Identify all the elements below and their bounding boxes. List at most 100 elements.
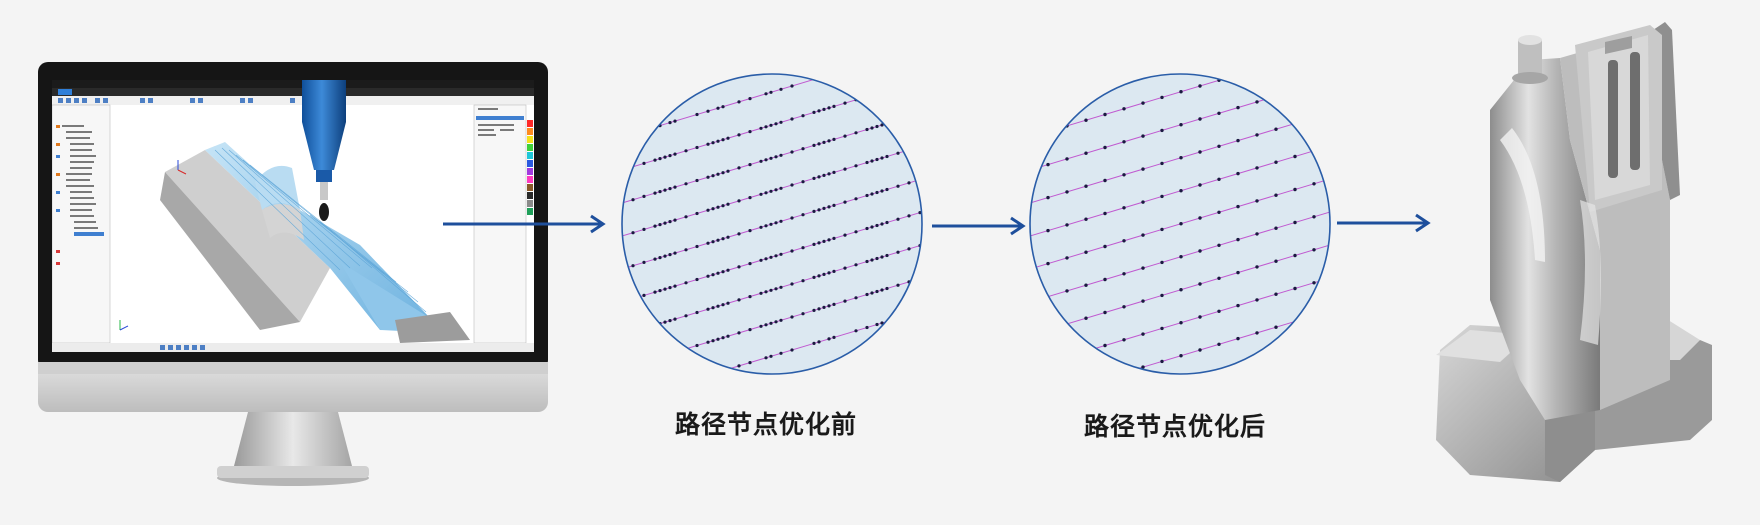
toolpath-node	[870, 291, 874, 295]
toolpath-node	[748, 130, 752, 134]
toolpath-node	[769, 288, 773, 292]
toolpath-node	[1198, 84, 1202, 88]
toolpath-node	[721, 270, 725, 274]
toolpath-node	[907, 214, 911, 218]
toolpath-node	[801, 114, 805, 118]
toolpath-node	[790, 150, 794, 154]
toolpath-node	[896, 151, 900, 155]
toolpath-node	[631, 231, 635, 235]
toolpath-node	[748, 295, 752, 299]
toolpath-node	[1141, 167, 1145, 171]
toolpath-node	[812, 308, 816, 312]
toolpath-node	[695, 211, 699, 216]
toolpath-node	[1236, 237, 1240, 242]
toolpath-node	[769, 123, 773, 127]
toolpath-node	[716, 139, 720, 143]
toolpath-node	[1198, 249, 1202, 253]
toolpath-node	[885, 220, 889, 225]
toolpath-node	[1065, 256, 1069, 260]
toolpath-node	[695, 178, 699, 183]
toolpath-node	[668, 121, 672, 125]
toolpath-node	[1160, 161, 1164, 166]
toolpath-node	[759, 159, 763, 163]
toolpath-node	[716, 205, 720, 209]
toolpath-node	[1046, 195, 1050, 200]
toolpath-node	[1255, 298, 1259, 302]
toolpath-node	[817, 274, 821, 278]
toolpath-node	[1084, 283, 1088, 287]
toolpath-node	[658, 256, 662, 260]
toolpath-node	[668, 319, 672, 323]
toolpath-node	[1217, 111, 1221, 116]
toolpath-node	[822, 140, 826, 144]
toolpath-node	[653, 158, 657, 162]
toolpath-node	[774, 221, 778, 225]
toolpath-node	[812, 275, 816, 279]
toolpath-node	[764, 323, 768, 327]
toolpath-node	[716, 238, 720, 242]
toolpath-node	[737, 331, 741, 335]
toolpath-node	[1312, 281, 1316, 285]
toolpath-node	[748, 163, 752, 167]
toolpath-node	[854, 164, 858, 168]
toolpath-node	[1103, 244, 1107, 249]
toolpath-node	[822, 305, 826, 309]
toolpath-node	[1179, 123, 1183, 127]
toolpath-node	[790, 282, 794, 286]
toolpath-node	[711, 174, 715, 178]
toolpath-node	[1084, 217, 1088, 221]
toolpath-node	[1122, 173, 1126, 177]
toolpath-node	[1046, 261, 1050, 266]
toolpath-node	[885, 253, 889, 258]
toolpath-node	[769, 156, 773, 160]
toolpath-node	[726, 136, 730, 140]
toolpath-node	[817, 340, 821, 344]
toolpath-node	[812, 143, 816, 147]
toolpath-node	[764, 290, 768, 294]
toolpath-node	[1160, 194, 1164, 199]
toolpath-node	[737, 166, 741, 170]
toolpath-node	[1236, 303, 1240, 308]
toolpath-node	[1236, 270, 1240, 275]
toolpath-node	[1293, 187, 1297, 192]
toolpath-node	[1179, 222, 1183, 226]
toolpath-node	[870, 225, 874, 229]
toolpath-node	[880, 156, 884, 160]
toolpath-node	[1293, 253, 1297, 258]
toolpath-node	[1217, 144, 1221, 148]
toolpath-node	[706, 274, 710, 278]
toolpath-node	[827, 205, 831, 209]
toolpath-node	[1065, 190, 1069, 194]
toolpath-node	[706, 109, 710, 113]
toolpath-node	[1198, 183, 1202, 187]
toolpath-node	[827, 106, 831, 110]
toolpath-node	[790, 117, 794, 121]
toolpath-node	[726, 301, 730, 305]
toolpath-node	[779, 120, 783, 124]
toolpath-node	[1217, 342, 1221, 346]
toolpath-node	[790, 249, 794, 253]
toolpath-node	[1198, 348, 1202, 352]
toolpath-node	[1179, 255, 1183, 259]
toolpath-node	[711, 306, 715, 310]
toolpath-node	[1293, 286, 1297, 291]
toolpath-node	[673, 284, 677, 288]
toolpath-node	[706, 307, 710, 311]
toolpath-node	[673, 218, 677, 222]
toolpath-node	[875, 223, 879, 228]
toolpath-node	[1179, 354, 1183, 358]
app-titlebar	[52, 80, 534, 88]
toolpath-node	[716, 337, 720, 341]
toolpath-node	[1141, 233, 1145, 237]
toolpath-node	[843, 266, 847, 270]
toolpath-node	[1103, 112, 1107, 117]
toolpath-node	[721, 336, 725, 340]
toolpath-node	[774, 188, 778, 192]
toolpath-node	[1103, 145, 1107, 150]
toolpath-node	[706, 142, 710, 146]
toolpath-node	[764, 224, 768, 228]
toolpath-node	[865, 259, 869, 264]
toolpath-node	[695, 310, 699, 315]
toolpath-node	[779, 87, 783, 91]
